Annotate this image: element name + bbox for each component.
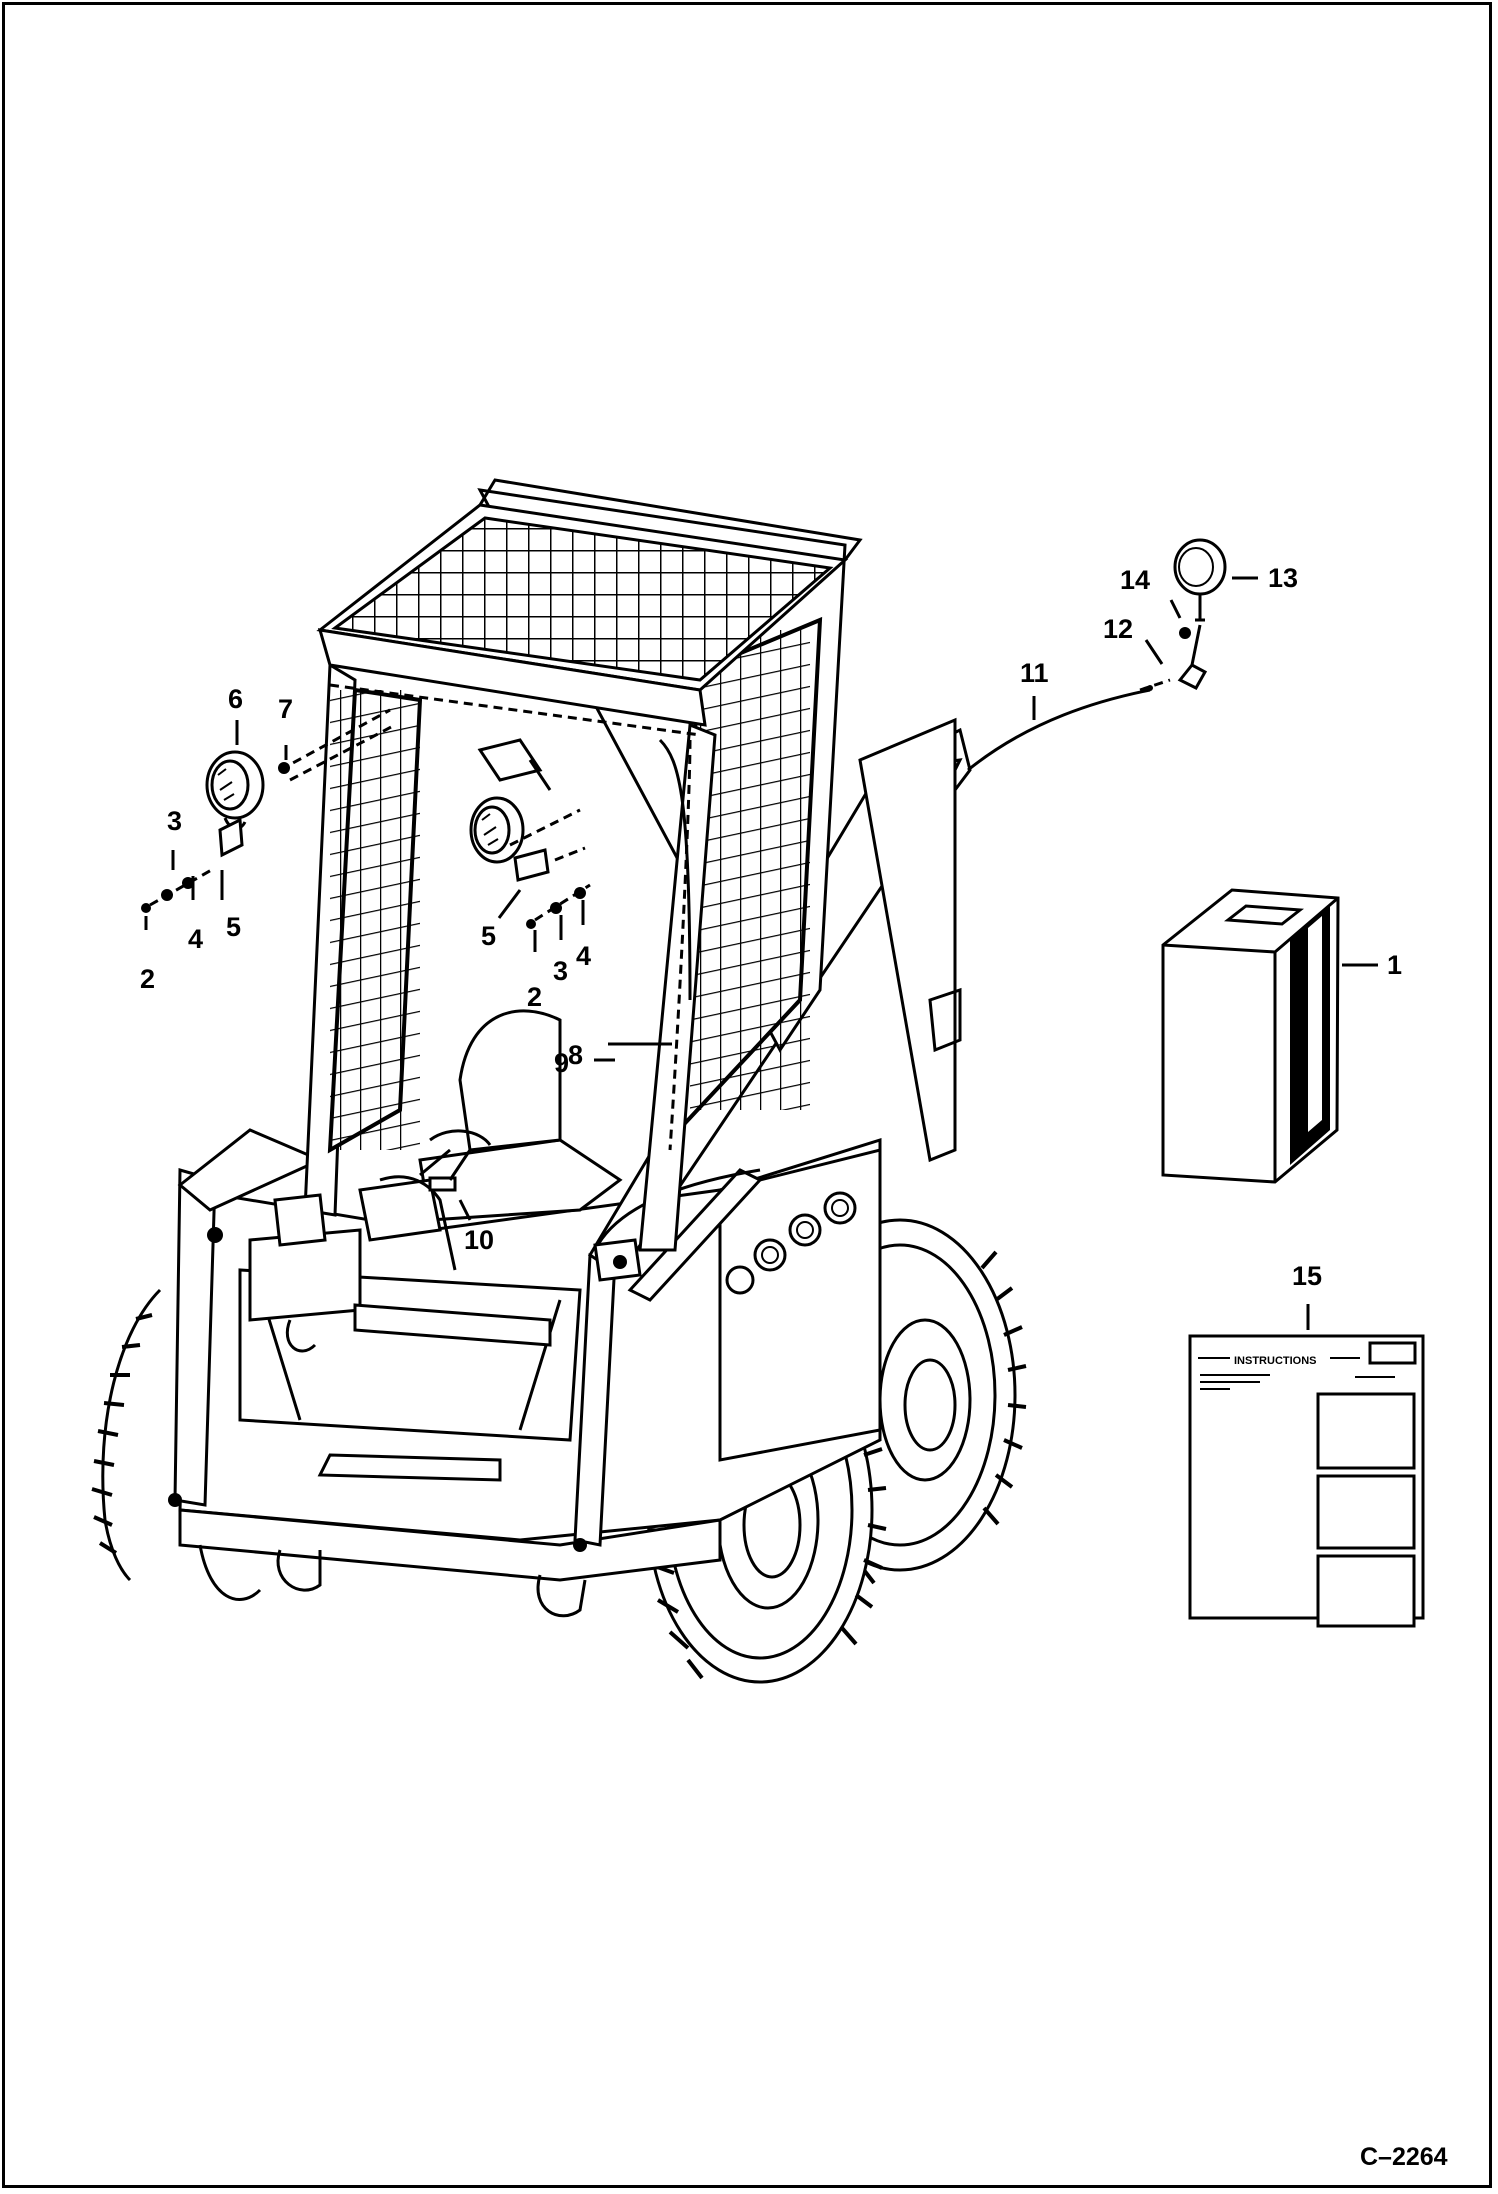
callout-7: 7 [278, 694, 293, 724]
callout-6: 6 [228, 684, 243, 714]
callout-2-right: 2 [527, 982, 542, 1012]
callout-labels: 1 2 2 3 3 4 4 5 5 6 7 8 9 10 11 12 13 14… [140, 563, 1402, 1291]
callout-11: 11 [1020, 658, 1049, 688]
screw-14 [1179, 627, 1191, 639]
figure-code: C–2264 [1360, 2143, 1448, 2171]
parts-box [1161, 888, 1340, 1184]
callout-9: 9 [554, 1048, 569, 1078]
instructions-decal: INSTRUCTIONS [1188, 1334, 1425, 1628]
callout-13: 13 [1268, 563, 1298, 593]
callout-1: 1 [1387, 950, 1402, 980]
left-work-light [205, 750, 265, 830]
beacon-light [1173, 538, 1227, 690]
operator-cab [168, 478, 863, 1552]
harness-wiring [329, 683, 701, 1271]
callout-5-right: 5 [481, 921, 496, 951]
callout-2-left: 2 [140, 964, 155, 994]
callout-5-left: 5 [226, 912, 241, 942]
callout-3-right: 3 [553, 956, 568, 986]
callout-10: 10 [464, 1225, 494, 1255]
callout-15: 15 [1292, 1261, 1322, 1291]
skid-steer-loader [91, 478, 1027, 1684]
callout-4-left: 4 [188, 924, 203, 954]
callout-14: 14 [1120, 565, 1150, 595]
left-hardware-stack [141, 866, 216, 913]
switch-assembly [428, 1129, 492, 1192]
callout-8: 8 [568, 1040, 583, 1070]
right-work-light [469, 796, 525, 864]
callout-3-left: 3 [167, 806, 182, 836]
callout-4-right: 4 [576, 941, 591, 971]
harness-11 [967, 688, 1151, 772]
decal-heading: INSTRUCTIONS [1234, 1355, 1317, 1367]
left-tire [91, 1288, 162, 1582]
right-hardware-stack [526, 883, 591, 929]
right-light-bracket [513, 848, 550, 882]
leader-lines [144, 576, 1378, 1330]
callout-12: 12 [1103, 614, 1133, 644]
left-light-bracket [218, 817, 244, 858]
